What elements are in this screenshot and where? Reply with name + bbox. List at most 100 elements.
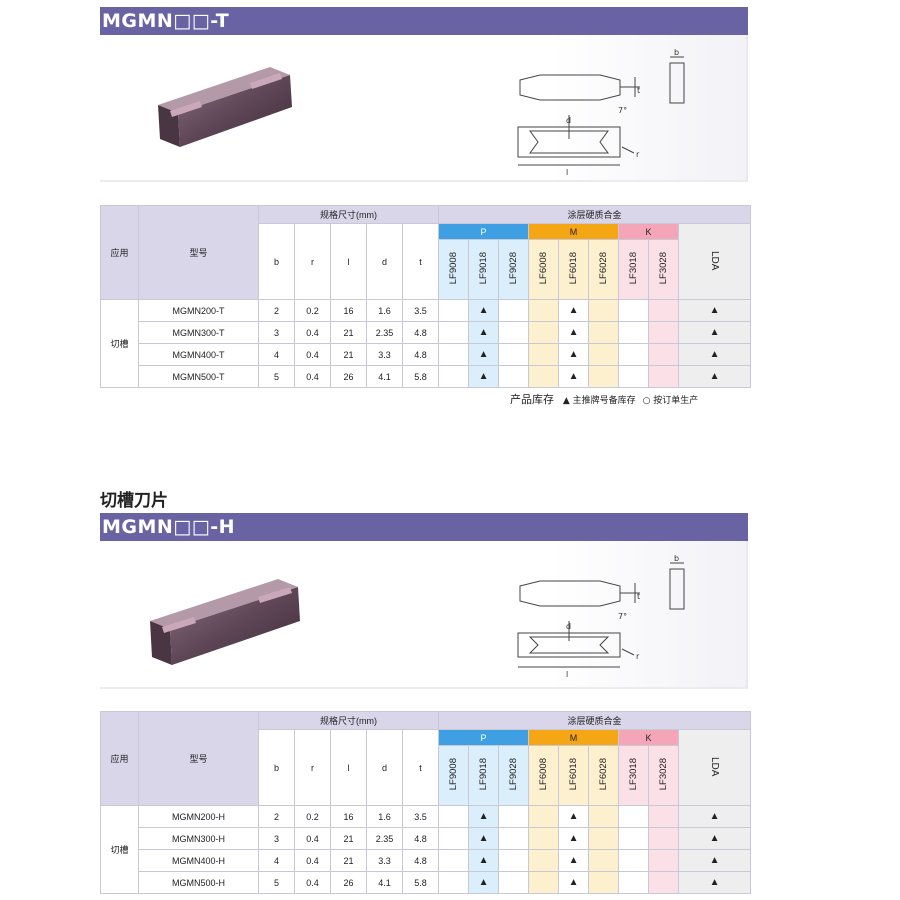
table-row: MGMN400-T 4 0.4 21 3.3 4.8 ▲ ▲ ▲ [101,343,752,366]
mark-cell: ▲ [558,871,590,894]
header-col-d: d [366,223,403,300]
mark-cell [528,321,560,344]
mark-cell [588,299,620,322]
mark-cell [498,299,530,322]
mark-cell [438,321,470,344]
mark-cell: ▲ [678,365,752,388]
insert-photo-t [158,67,292,147]
mark-cell [588,871,620,894]
mark-cell [498,321,530,344]
header-col-t: t [401,729,440,806]
mark-cell: ▲ [558,365,590,388]
value-b: 4 [258,849,295,872]
header-coating: 涂层硬质合金 [438,711,752,730]
value-r: 0.4 [294,365,331,388]
header-col-b: b [258,729,295,806]
mark-cell [498,805,530,828]
mark-cell [618,805,650,828]
value-r: 0.4 [294,321,331,344]
header-col-b: b [258,223,295,300]
dim-label-l: l [566,670,568,679]
value-r: 0.4 [294,827,331,850]
model-cell: MGMN400-T [138,343,259,366]
value-b: 4 [258,343,295,366]
group-p: P [438,729,530,746]
grade-lda: LDA [678,729,752,806]
mark-cell: ▲ [468,365,500,388]
value-t: 5.8 [401,365,440,388]
dim-label-d: d [566,622,571,631]
group-p: P [438,223,530,240]
mark-cell: ▲ [558,849,590,872]
grade-header: LF3018 [618,239,650,300]
mark-cell: ▲ [468,827,500,850]
stock-legend: 产品库存 ▲ 主推牌号备库存 ○ 按订单生产 [510,391,698,407]
mark-cell [588,343,620,366]
grade-header: LF3018 [618,745,650,806]
header-model: 型号 [138,711,259,806]
spec-table-t: 应用 型号 规格尺寸(mm) 涂层硬质合金 b r l d t P M K LD… [100,205,752,388]
dim-label-b: b [674,48,679,57]
mark-cell [528,299,560,322]
grade-header: LF6018 [558,745,590,806]
model-cell: MGMN300-H [138,827,259,850]
mark-cell: ▲ [558,299,590,322]
mark-cell [648,871,680,894]
mark-cell: ▲ [468,321,500,344]
mark-cell [648,849,680,872]
header-application: 应用 [100,205,139,300]
grade-header: LF6018 [558,239,590,300]
mark-cell [528,849,560,872]
value-b: 3 [258,827,295,850]
model-cell: MGMN300-T [138,321,259,344]
mark-cell: ▲ [558,343,590,366]
mark-cell [648,299,680,322]
header-col-r: r [294,729,331,806]
mark-cell [498,871,530,894]
value-b: 2 [258,299,295,322]
header-col-t: t [401,223,440,300]
mark-cell [618,321,650,344]
mark-cell: ▲ [558,321,590,344]
model-cell: MGMN400-H [138,849,259,872]
insert-illustration-t: b t 7° d l r [158,48,685,177]
mark-cell [618,827,650,850]
product-panel-h: b t 7° d l r [100,541,748,689]
value-r: 0.4 [294,343,331,366]
mark-cell [498,849,530,872]
mark-cell [438,849,470,872]
value-l: 21 [330,827,367,850]
mark-cell [618,343,650,366]
legend-order-icon: ○ [642,396,651,406]
value-b: 2 [258,805,295,828]
product-panel-t: b t 7° d l r [100,35,748,182]
value-t: 4.8 [401,849,440,872]
mark-cell [528,805,560,828]
insert-illustration-h: b t 7° d l r [150,554,685,679]
mark-cell [588,365,620,388]
value-l: 26 [330,871,367,894]
mark-cell [438,871,470,894]
mark-cell [438,365,470,388]
mark-cell [648,343,680,366]
value-d: 4.1 [366,365,403,388]
group-m: M [528,729,620,746]
value-l: 26 [330,365,367,388]
mark-cell [438,343,470,366]
grade-header: LF6008 [528,745,560,806]
section-heading: 切槽刀片 [100,491,168,511]
value-d: 2.35 [366,827,403,850]
grade-header: LF3028 [648,745,680,806]
grade-lda: LDA [678,223,752,300]
value-t: 3.5 [401,805,440,828]
value-d: 1.6 [366,805,403,828]
header-col-l: l [330,729,367,806]
model-cell: MGMN200-H [138,805,259,828]
table-row: MGMN300-T 3 0.4 21 2.35 4.8 ▲ ▲ ▲ [101,321,752,344]
model-cell: MGMN500-T [138,365,259,388]
table-row: MGMN400-H 4 0.4 21 3.3 4.8 ▲ ▲ ▲ [101,849,752,872]
application-cell: 切槽 [100,299,139,388]
mark-cell [498,365,530,388]
application-cell: 切槽 [100,805,139,894]
section-title-h: MGMN□□-H [100,513,748,541]
